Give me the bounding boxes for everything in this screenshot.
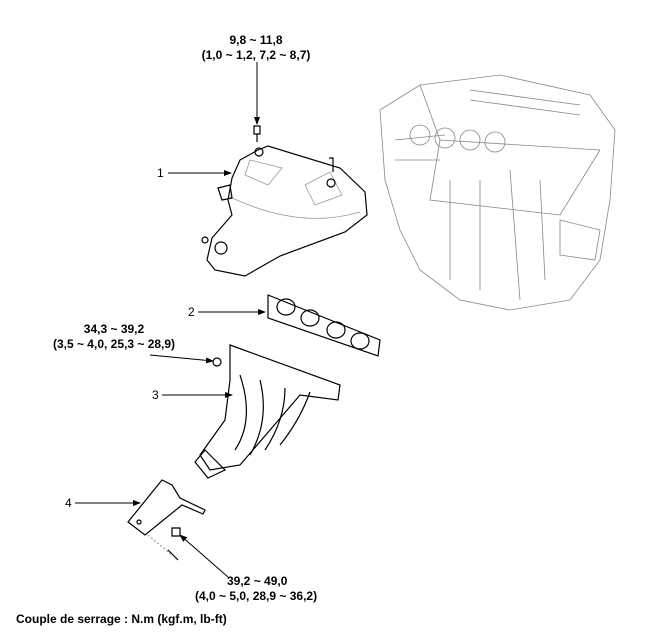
engine-block-illustration: [379, 74, 616, 311]
callout-2: 2: [188, 305, 195, 319]
callout-1: 1: [157, 166, 164, 180]
torque-value-alt: (3,5 ~ 4,0, 25,3 ~ 28,9): [52, 337, 176, 351]
torque-value-alt: (1,0 ~ 1,2, 7,2 ~ 8,7): [201, 48, 311, 62]
leader-lines: [75, 62, 266, 578]
torque-value-alt: (4,0 ~ 5,0, 28,9 ~ 36,2): [195, 589, 318, 603]
gasket-illustration: [267, 294, 381, 357]
callout-3: 3: [152, 388, 159, 402]
torque-heat-shield: 9,8 ~ 11,8 (1,0 ~ 1,2, 7,2 ~ 8,7): [202, 33, 311, 63]
callout-4: 4: [65, 496, 72, 510]
torque-value-nm: 39,2 ~ 49,0: [227, 574, 288, 588]
exhaust-manifold-illustration: [194, 344, 341, 479]
torque-manifold: 34,3 ~ 39,2 (3,5 ~ 4,0, 25,3 ~ 28,9): [53, 322, 175, 352]
heat-shield-illustration: [201, 125, 368, 277]
torque-bracket: 39,2 ~ 49,0 (4,0 ~ 5,0, 28,9 ~ 36,2): [195, 574, 317, 604]
torque-value-nm: 9,8 ~ 11,8: [229, 33, 283, 47]
torque-units-footer: Couple de serrage : N.m (kgf.m, lb-ft): [16, 612, 227, 626]
arrow-torque-3: [179, 534, 229, 578]
torque-value-nm: 34,3 ~ 39,2: [83, 322, 145, 336]
bracket-illustration: [127, 479, 206, 561]
arrow-torque-2: [149, 354, 214, 364]
